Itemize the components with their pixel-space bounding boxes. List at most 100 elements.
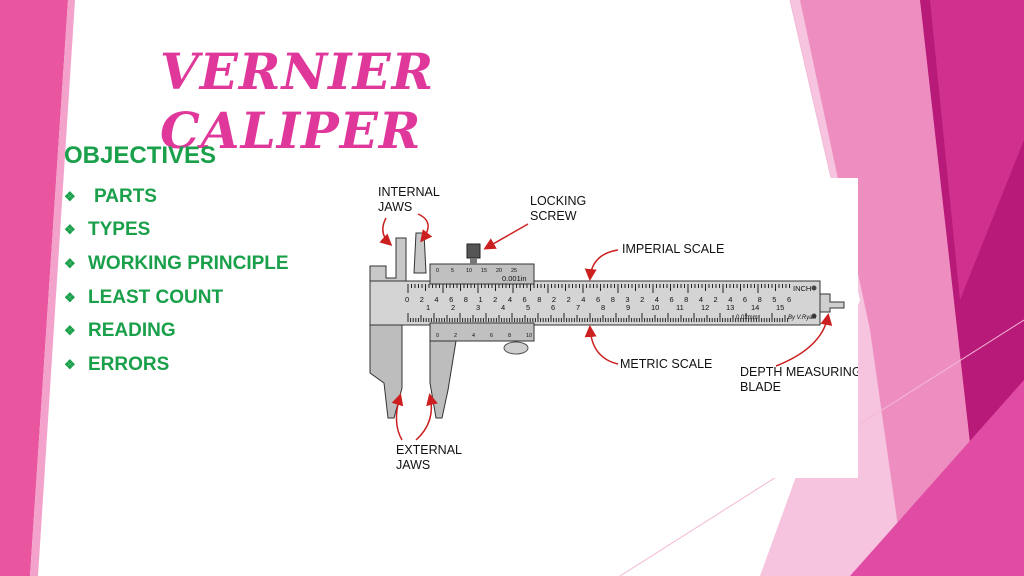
imperial-scale-number: 4 (581, 295, 585, 304)
external-jaws-label-2: JAWS (396, 458, 430, 472)
metric-scale-number: 14 (751, 303, 759, 312)
vernier-top-number: 0 (436, 268, 439, 274)
internal-jaws-arrow-left (379, 217, 393, 247)
imperial-scale-number: 6 (787, 295, 791, 304)
external-jaws-arrow-left (391, 393, 404, 441)
objective-item: ❖ PARTS (64, 180, 289, 214)
imperial-scale-number: 4 (728, 295, 732, 304)
imperial-scale-number: 6 (596, 295, 600, 304)
locking-screw (466, 243, 481, 259)
internal-jaws-arrow-right (417, 213, 433, 243)
vernier-mm-label: 0.02mm (736, 315, 758, 321)
objective-label: ERRORS (88, 353, 170, 375)
imperial-scale-number: 4 (508, 295, 512, 304)
imperial-scale-number: 8 (758, 295, 762, 304)
objective-item: ❖ LEAST COUNT (64, 281, 289, 315)
vernier-bottom-number: 0 (436, 333, 439, 339)
vernier-top-number: 5 (451, 268, 454, 274)
vernier-bottom-number: 6 (490, 333, 493, 339)
imperial-scale-label: IMPERIAL SCALE (622, 242, 724, 256)
right-magenta-shard (930, 0, 1024, 300)
beam-screw (811, 313, 817, 319)
vernier-bottom-number: 2 (454, 333, 457, 339)
slide-title: VERNIER CALIPER (160, 42, 435, 160)
imperial-scale-number: 4 (699, 295, 703, 304)
metric-scale-number: 6 (551, 303, 555, 312)
diamond-bullet-icon: ❖ (64, 289, 76, 305)
imperial-scale-number: 8 (537, 295, 541, 304)
metric-scale-number: 3 (476, 303, 480, 312)
metric-scale-number: 4 (501, 303, 505, 312)
objective-item: ❖ WORKING PRINCIPLE (64, 247, 289, 281)
external-jaws-label-1: EXTERNAL (396, 443, 462, 457)
locking-screw-label-2: SCREW (530, 209, 577, 223)
objective-item: ❖ ERRORS (64, 348, 289, 382)
vernier-inch-label: 0.001in (502, 274, 527, 283)
depth-blade-label-2: BLADE (740, 380, 781, 394)
inch-unit-label: INCH (793, 284, 811, 293)
imperial-scale-number: 4 (655, 295, 659, 304)
objective-label: LEAST COUNT (88, 286, 224, 308)
objective-label: PARTS (94, 185, 157, 207)
locking-screw-arrow (483, 223, 529, 250)
right-mid-panel (800, 0, 1000, 576)
diamond-bullet-icon: ❖ (64, 356, 76, 372)
imperial-scale-number: 2 (493, 295, 497, 304)
left-pink-band (0, 0, 68, 576)
diamond-bullet-icon: ❖ (64, 255, 76, 271)
internal-jaws-label-2: JAWS (378, 200, 412, 214)
thumb-wheel (503, 341, 529, 355)
metric-scale-number: 13 (726, 303, 734, 312)
metric-scale-number: 9 (626, 303, 630, 312)
imperial-scale-number: 1 (478, 295, 482, 304)
imperial-scale-number: 2 (552, 295, 556, 304)
metric-scale-number: 8 (601, 303, 605, 312)
objective-label: READING (88, 320, 176, 342)
vernier-bottom-number: 10 (526, 333, 532, 339)
imperial-scale-number: 4 (434, 295, 438, 304)
locking-screw-base (470, 258, 477, 264)
depth-blade-label-1: DEPTH MEASURING (740, 365, 858, 379)
metric-scale-number: 7 (576, 303, 580, 312)
metric-scale-arrow (584, 325, 619, 365)
sliding-internal-jaw (413, 232, 427, 274)
metric-scale-number: 15 (776, 303, 784, 312)
maker-label: By V.Ryan (788, 315, 817, 321)
metric-scale-number: 1 (426, 303, 430, 312)
vernier-top-number: 20 (496, 268, 502, 274)
imperial-scale-number: 2 (567, 295, 571, 304)
imperial-scale-number: 6 (743, 295, 747, 304)
internal-jaws-label-1: INTERNAL (378, 185, 440, 199)
metric-scale-number: 11 (676, 303, 684, 312)
imperial-scale-number: 6 (523, 295, 527, 304)
objectives-list: ❖ PARTS ❖ TYPES ❖ WORKING PRINCIPLE ❖ LEAST … (64, 180, 289, 382)
imperial-scale-number: 6 (669, 295, 673, 304)
metric-scale-number: 12 (701, 303, 709, 312)
depth-blade-arrow (775, 313, 833, 367)
imperial-scale-number: 8 (684, 295, 688, 304)
imperial-scale-number: 8 (464, 295, 468, 304)
objective-label: TYPES (88, 219, 151, 241)
imperial-scale-number: 8 (611, 295, 615, 304)
main-beam (369, 280, 821, 326)
objective-label: WORKING PRINCIPLE (88, 252, 289, 274)
imperial-scale-arrow (584, 249, 619, 281)
metric-scale-number: 10 (651, 303, 659, 312)
objectives-heading: OBJECTIVES (64, 142, 217, 169)
vernier-top-number: 15 (481, 268, 487, 274)
sliding-external-jaw (429, 340, 457, 419)
beam-screw (811, 285, 817, 291)
metric-scale-number: 5 (526, 303, 530, 312)
metric-scale-number: 2 (451, 303, 455, 312)
locking-screw-label-1: LOCKING (530, 194, 586, 208)
diamond-bullet-icon: ❖ (64, 323, 76, 339)
metric-scale-label: METRIC SCALE (620, 357, 712, 371)
diamond-bullet-icon: ❖ (64, 222, 76, 238)
vernier-top-number: 25 (511, 268, 517, 274)
diamond-bullet-icon: ❖ (64, 188, 76, 204)
